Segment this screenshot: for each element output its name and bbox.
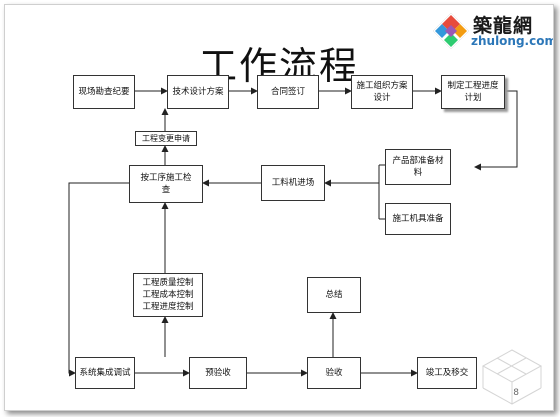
zhulong-logo: 築龍網 zhulong.com [431, 11, 553, 51]
node-change-request: 工程变更申请 [135, 131, 197, 146]
node-material-entry: 工料机进场 [261, 165, 325, 201]
node-pre-accept: 预验收 [189, 357, 247, 389]
node-system-debug: 系统集成调试 [75, 357, 135, 389]
node-product-prep: 产品部准备材 料 [385, 149, 451, 185]
logo-mark-icon [432, 12, 470, 50]
logo-domain: zhulong.com [471, 34, 554, 48]
page-number: 8 [513, 388, 519, 398]
watermark-building-icon [481, 349, 543, 405]
slide: 築龍網 zhulong.com 工作流程 [4, 4, 554, 411]
logo-name: 築龍網 [473, 15, 534, 37]
flow-connectors [68, 87, 518, 377]
arrow-check-to-debug [68, 182, 129, 377]
node-tool-prep: 施工机具准备 [385, 203, 451, 235]
arrow-schedule-to-prep [474, 90, 518, 171]
node-acceptance: 验收 [307, 357, 361, 389]
node-process-check: 按工序施工检 查 [129, 165, 203, 203]
node-handover: 竣工及移交 [417, 357, 477, 389]
node-summary: 总结 [307, 277, 361, 313]
node-site-survey: 现场勘查纪要 [73, 75, 135, 109]
node-schedule: 制定工程进度 计划 [441, 75, 505, 109]
node-org-design: 施工组织方案 设计 [351, 75, 413, 109]
node-contract: 合同签订 [257, 75, 319, 109]
node-controls: 工程质量控制 工程成本控制 工程进度控制 [133, 273, 203, 317]
node-tech-design: 技术设计方案 [167, 75, 229, 109]
